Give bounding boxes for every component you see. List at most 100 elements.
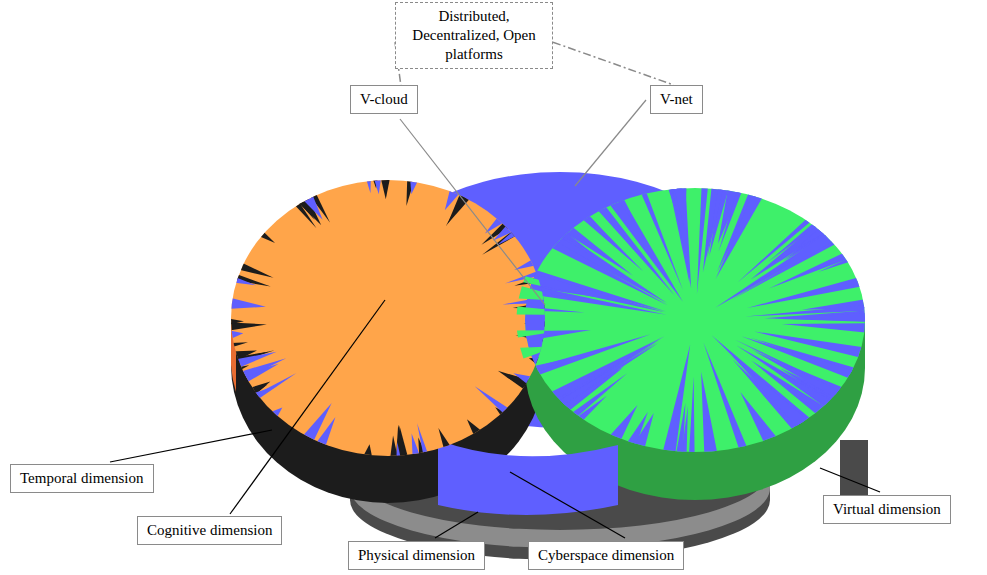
texture-stroke	[514, 257, 541, 270]
texture-stroke	[594, 202, 675, 296]
texture-stroke	[236, 358, 287, 381]
texture-stroke	[682, 421, 690, 459]
texture-stroke	[223, 322, 267, 331]
texture-stroke	[701, 372, 718, 459]
texture-stroke	[567, 219, 668, 298]
texture-stroke	[485, 213, 509, 234]
texture-stroke	[662, 344, 691, 457]
texture-stroke	[299, 190, 322, 220]
texture-stroke	[782, 323, 874, 333]
texture-stroke	[513, 373, 538, 388]
texture-stroke	[769, 371, 832, 415]
texture-stroke	[250, 373, 296, 402]
texture-stroke	[438, 428, 453, 454]
texture-stroke	[224, 329, 244, 341]
texture-stroke	[719, 186, 744, 252]
texture-stroke	[734, 331, 866, 371]
texture-stroke	[553, 342, 659, 408]
texture-stroke	[680, 181, 693, 266]
texture-stroke	[417, 423, 429, 459]
texture-stroke	[689, 376, 695, 458]
texture-stroke	[672, 182, 687, 231]
texture-stroke	[802, 311, 874, 321]
texture-stroke	[817, 316, 873, 327]
texture-stroke	[223, 318, 244, 326]
texture-stroke	[673, 182, 691, 287]
texture-stroke	[774, 313, 873, 322]
texture-stroke	[467, 419, 486, 440]
texture-stroke	[542, 379, 575, 397]
virtual-texture	[517, 182, 874, 459]
cognitive-texture	[223, 173, 553, 463]
texture-stroke	[716, 189, 766, 279]
texture-stroke	[631, 368, 674, 453]
texture-stroke	[675, 403, 685, 459]
texture-stroke	[517, 307, 601, 315]
texture-stroke	[248, 388, 269, 402]
label-box: Cyberspace dimension	[528, 541, 684, 570]
texture-stroke	[803, 292, 872, 305]
leader-lines	[110, 100, 880, 538]
texture-stroke	[373, 173, 382, 194]
texture-stroke	[229, 272, 271, 286]
texture-stroke	[671, 182, 691, 289]
texture-stroke	[707, 183, 724, 259]
texture-stroke	[520, 346, 558, 358]
overlap-lens	[525, 188, 865, 452]
texture-stroke	[380, 173, 391, 199]
texture-stroke	[396, 425, 408, 463]
label-text: Virtual dimension	[833, 500, 941, 519]
label-text: Cognitive dimension	[147, 521, 272, 540]
texture-stroke	[228, 275, 256, 285]
texture-stroke	[615, 194, 638, 227]
texture-stroke	[731, 355, 812, 432]
label-box: Cognitive dimension	[137, 516, 282, 545]
texture-stroke	[606, 405, 638, 445]
texture-stroke	[396, 442, 402, 463]
texture-stroke	[715, 230, 839, 307]
texture-stroke	[517, 331, 578, 341]
texture-stroke	[226, 342, 248, 348]
label-box: V-net	[650, 85, 703, 114]
texture-stroke	[299, 403, 331, 446]
label-box: V-cloud	[350, 85, 418, 114]
texture-stroke	[523, 276, 655, 310]
label-text: V-net	[660, 90, 693, 109]
texture-stroke	[361, 444, 373, 462]
texture-stroke	[556, 228, 589, 250]
overlap-texture	[517, 181, 874, 458]
dash-dot-connector	[553, 42, 674, 85]
texture-stroke	[254, 228, 275, 243]
label-box: Physical dimension	[348, 541, 485, 570]
label-text: Cyberspace dimension	[538, 546, 674, 565]
texture-stroke	[654, 406, 673, 457]
texture-stroke	[587, 375, 645, 435]
platform-note: Distributed, Decentralized, Open platfor…	[395, 2, 553, 69]
texture-stroke	[365, 174, 371, 193]
cyberspace-band	[438, 440, 618, 515]
texture-stroke	[671, 383, 687, 458]
label-box: Temporal dimension	[10, 464, 154, 493]
texture-stroke	[741, 336, 860, 381]
label-box: Virtual dimension	[823, 495, 951, 524]
texture-stroke	[545, 336, 665, 402]
texture-stroke	[563, 223, 596, 247]
cognitive-top	[231, 180, 545, 456]
texture-stroke	[825, 286, 871, 298]
texture-stroke	[548, 233, 630, 282]
texture-stroke	[578, 211, 619, 249]
texture-stroke	[410, 174, 420, 194]
texture-stroke	[265, 408, 282, 423]
label-text: V-cloud	[360, 90, 408, 109]
texture-stroke	[475, 386, 514, 417]
texture-stroke	[723, 366, 774, 447]
label-text: Physical dimension	[358, 546, 475, 565]
texture-stroke	[652, 414, 669, 456]
texture-stroke	[519, 286, 582, 302]
texture-stroke	[223, 297, 265, 310]
texture-stroke	[818, 256, 856, 272]
label-text: Distributed, Decentralized, Open platfor…	[402, 7, 546, 64]
label-text: Temporal dimension	[20, 469, 144, 488]
texture-stroke	[537, 247, 637, 295]
texture-stroke	[517, 330, 565, 337]
